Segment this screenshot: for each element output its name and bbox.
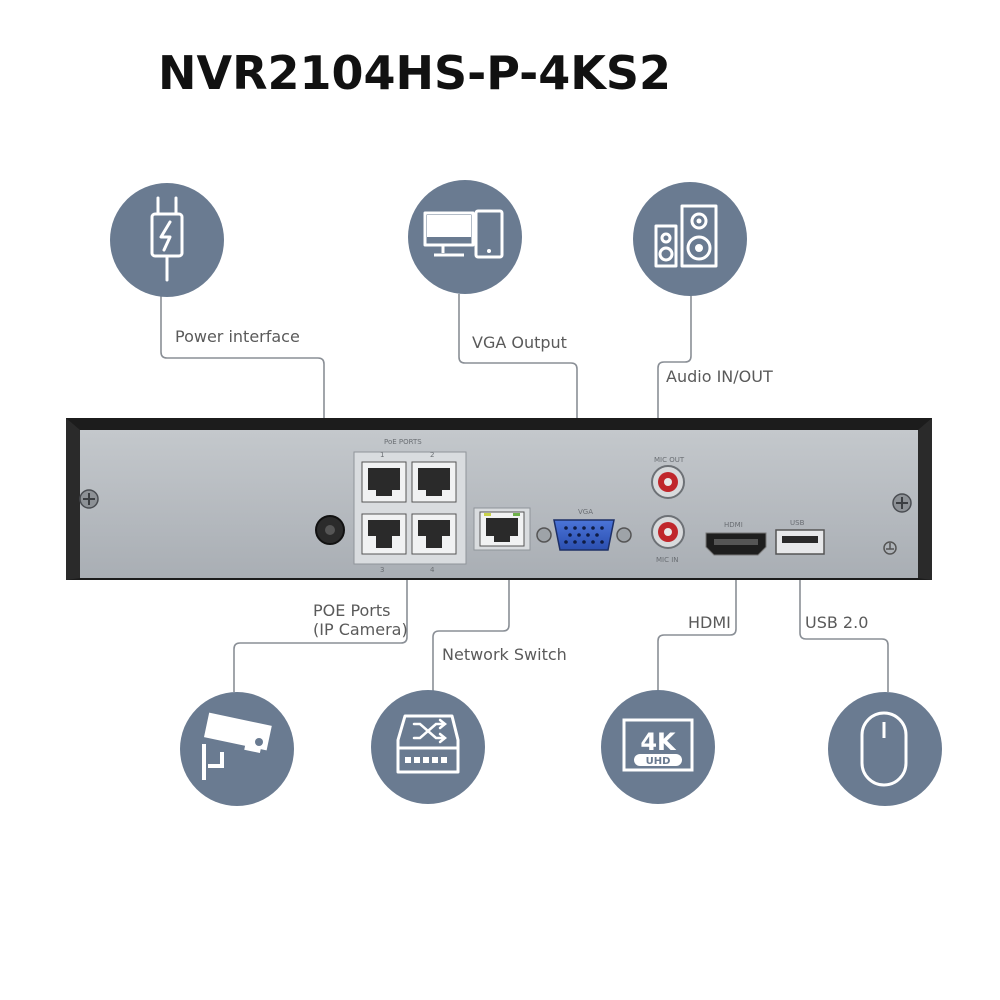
vga-port [536,519,632,551]
power-interface-label: Power interface [175,327,300,346]
power-connector-line [160,296,325,515]
network-switch-label: Network Switch [442,645,567,664]
power-plug-icon [110,183,224,297]
usb-port [775,529,825,555]
usb-label: USB 2.0 [805,613,869,632]
network-port [473,507,531,551]
screw-right [892,493,912,513]
poe-ports-label-line1: POE Ports [313,601,391,620]
poe-port-block [353,451,467,565]
network-connector-line [432,548,510,692]
network-switch-icon [371,690,485,804]
panel-marking-audio-out: MIC OUT [654,456,685,464]
speakers-icon [633,182,747,296]
poe-connector-line [233,570,408,692]
hdmi-label: HDMI [688,613,731,632]
screw-left [79,489,99,509]
panel-lip-right [918,418,932,580]
mouse-icon [828,692,942,806]
panel-face [80,430,918,578]
svg-text:4K: 4K [640,728,677,756]
page-title: NVR2104HS-P-4KS2 [158,46,672,100]
poe-port [411,513,457,555]
usb-connector-line [799,556,889,692]
vga-connector-line [458,294,578,518]
poe-ports-label-line2: (IP Camera) [313,620,408,639]
panel-marking-vga: VGA [578,508,593,516]
audio-out-jack [651,465,685,499]
panel-marking-port-4: 4 [430,566,435,574]
panel-marking-hdmi: HDMI [724,521,743,529]
panel-marking-port-3: 3 [380,566,384,574]
audio-io-label: Audio IN/OUT [666,367,773,386]
power-jack [315,515,345,545]
nvr-back-panel: PoE PORTS 1 2 3 4 VGA MIC OUT MIC IN HDM… [66,418,932,580]
poe-port [361,461,407,503]
vga-output-label: VGA Output [472,333,567,352]
connector-lines [160,294,889,692]
security-camera-icon [180,692,294,806]
ground-symbol [883,541,897,555]
hdmi-port [705,532,767,556]
panel-marking-port-1: 1 [380,451,384,459]
panel-marking-usb: USB [790,519,805,527]
svg-text:UHD: UHD [646,756,671,767]
hdmi-connector-line [657,556,737,692]
monitor-tablet-icon [408,180,522,294]
panel-marking-poe: PoE PORTS [384,438,422,446]
poe-port [411,461,457,503]
audio-connector-line [657,294,692,452]
panel-marking-audio-in: MIC IN [656,556,679,564]
panel-lip-left [66,418,80,580]
panel-marking-port-2: 2 [430,451,434,459]
poe-port [361,513,407,555]
audio-in-jack [651,515,685,549]
poe-ports-label: POE Ports (IP Camera) [313,601,408,639]
4k-uhd-icon: 4K UHD [601,690,715,804]
